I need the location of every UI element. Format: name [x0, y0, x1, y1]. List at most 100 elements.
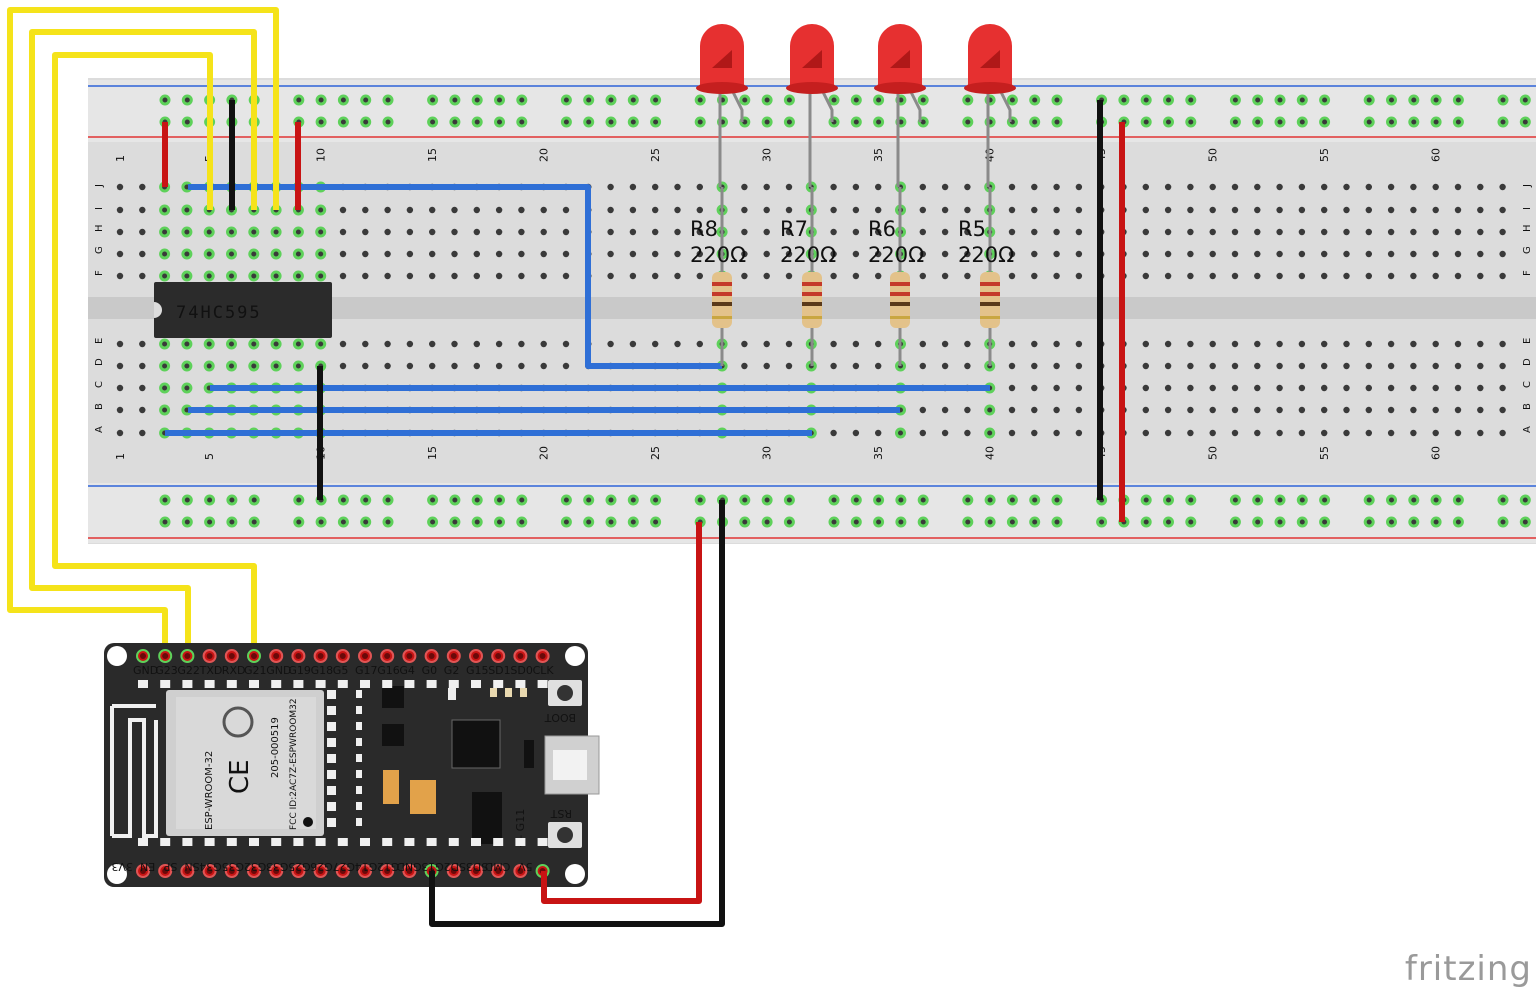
pin-label-bottom: G26	[310, 860, 333, 873]
resistor-value: 220Ω	[780, 243, 836, 267]
pin-label-top: GND	[133, 664, 158, 677]
pin-label-bottom: GND	[396, 860, 421, 873]
rst-button: RST	[548, 807, 582, 848]
pin-label-top: G23	[155, 664, 178, 677]
svg-text:BOOT: BOOT	[544, 711, 576, 724]
pin-label-top: TXD	[199, 664, 223, 677]
pin-label-bottom: G32	[244, 860, 267, 873]
row-letter: J	[94, 184, 105, 188]
shift-register-chip: 74HC595	[154, 282, 332, 338]
led	[696, 24, 748, 187]
esp32-power-wires	[429, 500, 725, 927]
pin-label-bottom: G33	[266, 860, 289, 873]
column-number: 15	[426, 446, 439, 460]
row-letter: A	[94, 426, 105, 433]
column-number: 15	[426, 148, 439, 162]
ce-mark: CE	[225, 759, 255, 794]
pin-label-top: G21	[244, 664, 267, 677]
resistor-name: R7	[780, 217, 808, 241]
led	[964, 24, 1016, 187]
column-number: 55	[1318, 446, 1331, 460]
row-letter: I	[94, 207, 105, 210]
pin-label-top: G2	[444, 664, 460, 677]
column-number: 1	[114, 453, 127, 460]
pin-label-top: G15	[466, 664, 489, 677]
pin-label-top: SD0	[510, 664, 532, 677]
pin-label-bottom: SP	[163, 860, 177, 873]
row-letter: E	[94, 338, 105, 344]
pin-label-top: G17	[355, 664, 378, 677]
column-number: 40	[984, 446, 997, 460]
row-letter: B	[1522, 403, 1533, 410]
column-number: 35	[872, 148, 885, 162]
yellow-signal-wires	[7, 7, 279, 656]
red-power-wire	[541, 522, 702, 904]
column-number: 40	[984, 148, 997, 162]
boot-button: BOOT	[544, 680, 582, 724]
capacitor-2	[410, 780, 436, 814]
pin-label-bottom: 3V3	[111, 860, 133, 873]
column-number: 5	[203, 453, 216, 460]
pin-label-bottom: CMD	[485, 860, 511, 873]
pin-label-bottom: G34	[199, 860, 222, 873]
resistor-name: R5	[958, 217, 986, 241]
column-number: 50	[1207, 148, 1220, 162]
row-letter: F	[94, 270, 105, 276]
pin-label-bottom: SN	[184, 860, 199, 873]
pin-label-bottom: G14	[355, 860, 378, 873]
pin-label-bottom: EN	[140, 860, 155, 873]
row-letter: A	[1522, 426, 1533, 433]
pin-label-bottom: G12	[377, 860, 400, 873]
resistor-value: 220Ω	[868, 243, 924, 267]
resistor-name: R8	[690, 217, 718, 241]
row-letter: H	[94, 224, 105, 232]
black-gnd-wire	[429, 500, 725, 927]
resistor-value: 220Ω	[958, 243, 1014, 267]
row-letter: D	[1522, 358, 1533, 366]
column-number: 35	[872, 446, 885, 460]
row-letter: D	[94, 358, 105, 366]
column-number: 1	[114, 155, 127, 162]
pin-label-bottom: G27	[332, 860, 355, 873]
pin-label-top: G16	[377, 664, 400, 677]
column-number: 25	[649, 446, 662, 460]
module-fcc: FCC ID:2AC7Z-ESPWROOM32	[289, 698, 299, 830]
row-letter: I	[1522, 207, 1533, 210]
column-number: 50	[1207, 446, 1220, 460]
led	[874, 24, 926, 187]
column-number: 20	[538, 446, 551, 460]
pin-label-top: CLK	[533, 664, 555, 677]
column-number: 30	[761, 446, 774, 460]
column-number: 30	[761, 148, 774, 162]
column-number: 60	[1430, 446, 1443, 460]
row-letter: J	[1522, 184, 1533, 188]
esp32-board: ESP-WROOM-32 205-000519 FCC ID:2AC7Z-ESP…	[104, 643, 600, 887]
pin-label-top: G5	[333, 664, 349, 677]
chip-label: 74HC595	[176, 303, 262, 323]
blue-wire-row-j	[188, 184, 722, 369]
pcb-antenna	[110, 704, 158, 838]
espressif-logo-icon	[222, 706, 254, 738]
pin-label-top: G22	[177, 664, 200, 677]
power-rail-lines	[88, 85, 1536, 539]
breadboard-wires	[162, 100, 1125, 522]
row-letter: H	[1522, 224, 1533, 232]
column-number: 55	[1318, 148, 1331, 162]
pin-label-top: G0	[422, 664, 438, 677]
column-number: 60	[1430, 148, 1443, 162]
pin-label-top: RXD	[222, 664, 246, 677]
mcu-chip	[451, 719, 501, 769]
row-letter: G	[94, 246, 105, 254]
pin-label-bottom: G13	[421, 860, 444, 873]
pin-label-bottom: SD2	[444, 860, 466, 873]
pin-label-bottom: SD3	[466, 860, 488, 873]
row-letter: C	[94, 381, 105, 388]
row-letter: E	[1522, 338, 1533, 344]
resistor-value: 220Ω	[690, 243, 746, 267]
fritzing-logo: fritzing	[1404, 949, 1532, 989]
